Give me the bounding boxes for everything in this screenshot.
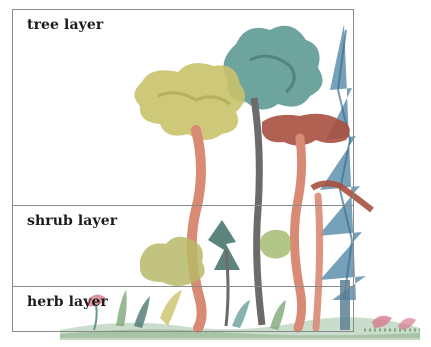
tree-shrub-divider [12, 205, 354, 206]
shrub-layer-label: shrub layer [27, 213, 117, 229]
layer-frame [12, 9, 354, 332]
tree-layer-label: tree layer [27, 17, 103, 33]
herb-layer-label: herb layer [27, 294, 108, 310]
shrub-herb-divider [12, 286, 354, 287]
